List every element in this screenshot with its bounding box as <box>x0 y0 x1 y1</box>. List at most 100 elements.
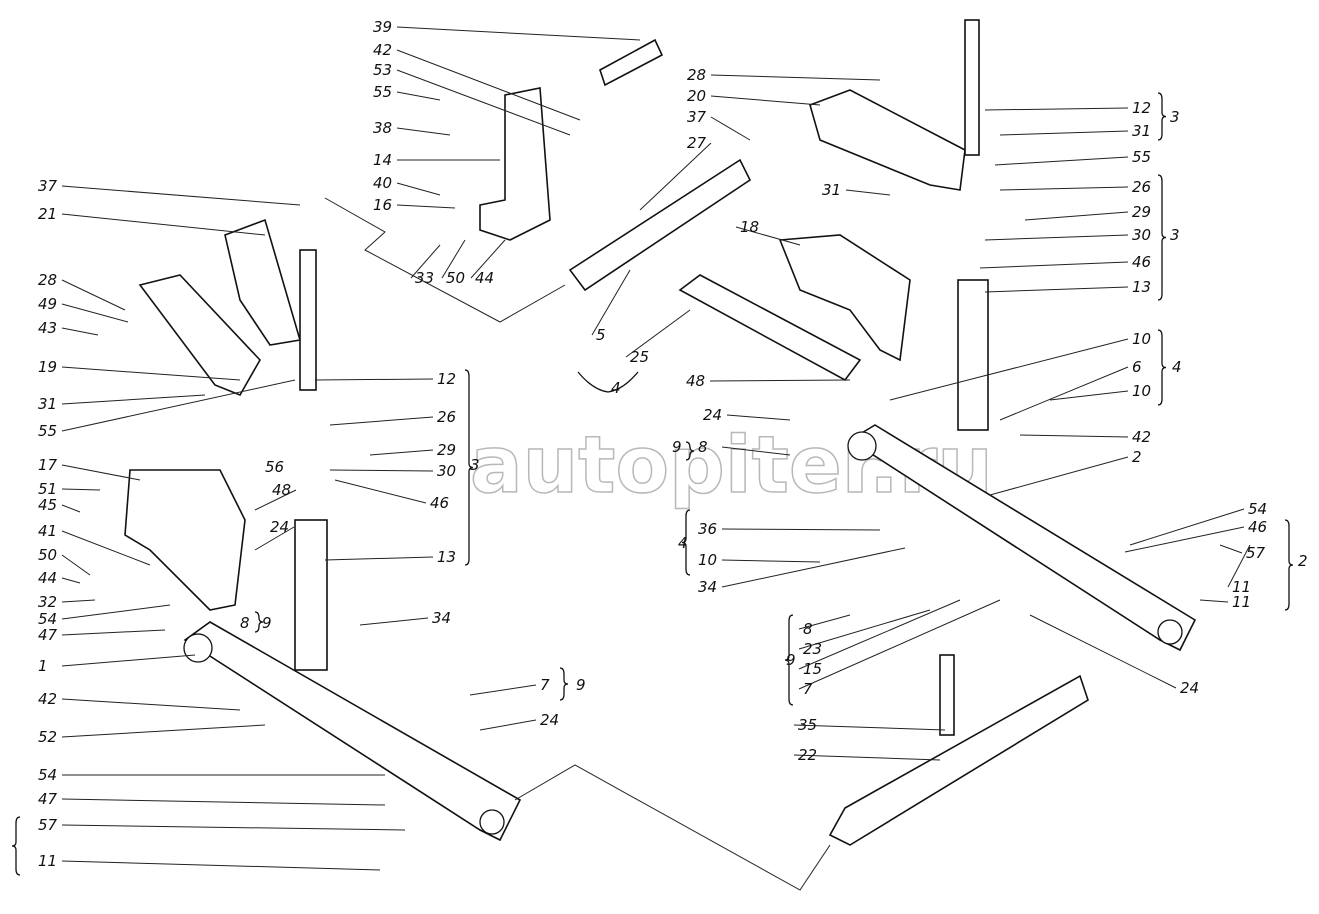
callout-39: 39 <box>373 18 392 36</box>
callout-38: 38 <box>373 119 392 137</box>
rod <box>957 279 989 431</box>
lower-link-left <box>183 621 522 842</box>
link-eye <box>183 633 213 663</box>
screw <box>299 249 317 391</box>
callout-57: 57 <box>38 816 58 834</box>
callout-12: 12 <box>1132 99 1151 117</box>
leader-line <box>793 754 941 761</box>
leader-line <box>61 504 81 513</box>
leader-line <box>61 724 266 738</box>
callout-34: 34 <box>698 578 717 596</box>
screw <box>964 19 980 156</box>
leader-line <box>798 614 851 630</box>
callout-11: 11 <box>1232 593 1251 611</box>
callout-54: 54 <box>1248 500 1267 518</box>
callout-46: 46 <box>430 494 449 512</box>
callout-7: 7 <box>540 676 550 694</box>
callout-50: 50 <box>38 546 57 564</box>
leader-line <box>396 127 451 136</box>
callout-19: 19 <box>38 358 57 376</box>
leader-line <box>329 416 434 426</box>
callout-8: 8 <box>240 614 250 632</box>
callout-34: 34 <box>432 609 451 627</box>
leader-line <box>410 244 441 279</box>
leader-line <box>798 599 961 670</box>
leader-line <box>396 204 456 209</box>
leader-line <box>254 526 295 551</box>
brace <box>577 371 639 393</box>
callout-47: 47 <box>38 626 58 644</box>
callout-18: 18 <box>740 218 759 236</box>
callout-51: 51 <box>38 480 57 498</box>
brace <box>1157 174 1167 301</box>
callout-57: 57 <box>1246 544 1266 562</box>
leader-line <box>999 130 1129 136</box>
leader-line <box>1124 526 1245 553</box>
callout-17: 17 <box>38 456 58 474</box>
callout-36: 36 <box>698 520 717 538</box>
leader-line <box>61 488 101 491</box>
callout-26: 26 <box>1132 178 1151 196</box>
brace <box>559 667 569 701</box>
callout-13: 13 <box>437 548 456 566</box>
callout-42: 42 <box>373 41 392 59</box>
leader-line <box>396 26 641 41</box>
callout-15: 15 <box>803 660 822 678</box>
link-eye <box>479 809 505 835</box>
leader-line <box>999 186 1129 191</box>
leader-line <box>709 379 851 382</box>
callout-52: 52 <box>38 728 57 746</box>
leader-line <box>61 554 91 576</box>
brace <box>685 441 695 461</box>
leader-line <box>979 261 1129 269</box>
shaft <box>678 274 862 382</box>
callout-9: 9 <box>786 651 796 669</box>
leader-line <box>61 366 241 381</box>
leader-line <box>1227 544 1251 588</box>
leader-line <box>61 798 386 806</box>
rod <box>294 519 328 671</box>
leader-line <box>61 599 96 603</box>
callout-33: 33 <box>415 269 434 287</box>
leader-line <box>1129 508 1245 546</box>
leader-line <box>726 414 791 421</box>
callout-32: 32 <box>38 593 57 611</box>
callout-14: 14 <box>373 151 392 169</box>
leader-line <box>798 609 931 650</box>
brace <box>1284 519 1294 611</box>
lower-link-right <box>848 424 1197 652</box>
assembly-line <box>324 197 566 323</box>
leader-line <box>1049 390 1129 401</box>
leader-line <box>1019 434 1129 438</box>
lift-arm <box>809 89 966 191</box>
callout-55: 55 <box>1132 148 1151 166</box>
callout-45: 45 <box>38 496 57 514</box>
parts <box>124 19 1197 891</box>
callout-2: 2 <box>1132 448 1142 466</box>
leader-line <box>396 91 441 101</box>
callout-29: 29 <box>437 441 456 459</box>
leader-line <box>61 327 99 336</box>
pin <box>599 38 664 87</box>
leader-line <box>324 556 434 561</box>
leader-line <box>369 449 434 456</box>
shaft <box>568 158 752 292</box>
leader-line <box>61 860 381 871</box>
leader-line <box>61 824 406 831</box>
pin <box>939 654 955 736</box>
leader-line <box>1029 614 1177 689</box>
leader-line <box>61 530 151 566</box>
leader-line <box>591 269 631 336</box>
link-eye <box>847 431 877 461</box>
link-eye <box>1157 619 1183 645</box>
leader-line <box>61 604 171 620</box>
leader-line <box>61 654 196 667</box>
leader-line <box>61 394 206 405</box>
leader-line <box>314 378 434 381</box>
lift-arm <box>224 218 302 346</box>
leader-line <box>721 559 821 563</box>
leader-line <box>994 156 1129 166</box>
callout-13: 13 <box>1132 278 1151 296</box>
callout-labels: 3721284943193155175145415044325447142525… <box>38 18 1308 870</box>
leader-line <box>1024 211 1129 221</box>
